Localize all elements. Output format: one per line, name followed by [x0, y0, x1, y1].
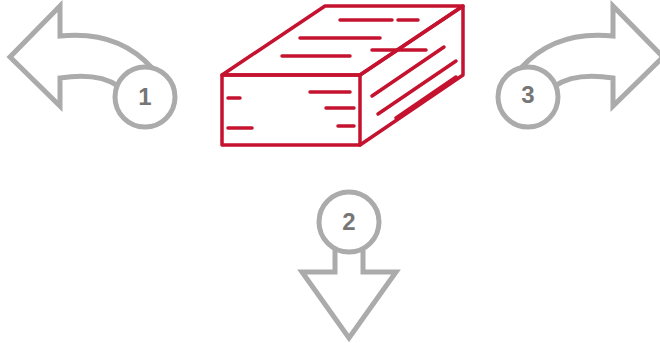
wood-grain: [228, 20, 456, 128]
lumber-board: [222, 6, 463, 145]
board-side-face: [360, 6, 463, 145]
callout-circle: [498, 67, 558, 127]
grain-line: [300, 36, 380, 40]
grain-line: [228, 96, 240, 100]
grain-line: [326, 106, 354, 110]
callout-circle: [115, 67, 175, 127]
callout-number: 2: [324, 207, 374, 237]
grain-line: [340, 18, 392, 22]
arrow-outline: [302, 248, 396, 338]
board-top-face: [222, 6, 463, 75]
grain-line: [282, 54, 350, 58]
grain-line: [398, 18, 418, 22]
grain-line: [310, 90, 350, 94]
left-arrow: [10, 6, 175, 127]
callout-number: 3: [503, 80, 553, 110]
down-arrow: [302, 192, 396, 338]
grain-line: [396, 77, 456, 118]
grain-line: [338, 124, 354, 128]
right-arrow: [498, 6, 660, 127]
grain-line: [228, 126, 252, 130]
grain-line: [372, 47, 444, 96]
callout-number: 1: [120, 82, 170, 112]
grain-line: [372, 48, 426, 52]
board-front-face: [222, 75, 360, 145]
callout-circle: [319, 192, 379, 252]
grain-line: [378, 61, 456, 114]
